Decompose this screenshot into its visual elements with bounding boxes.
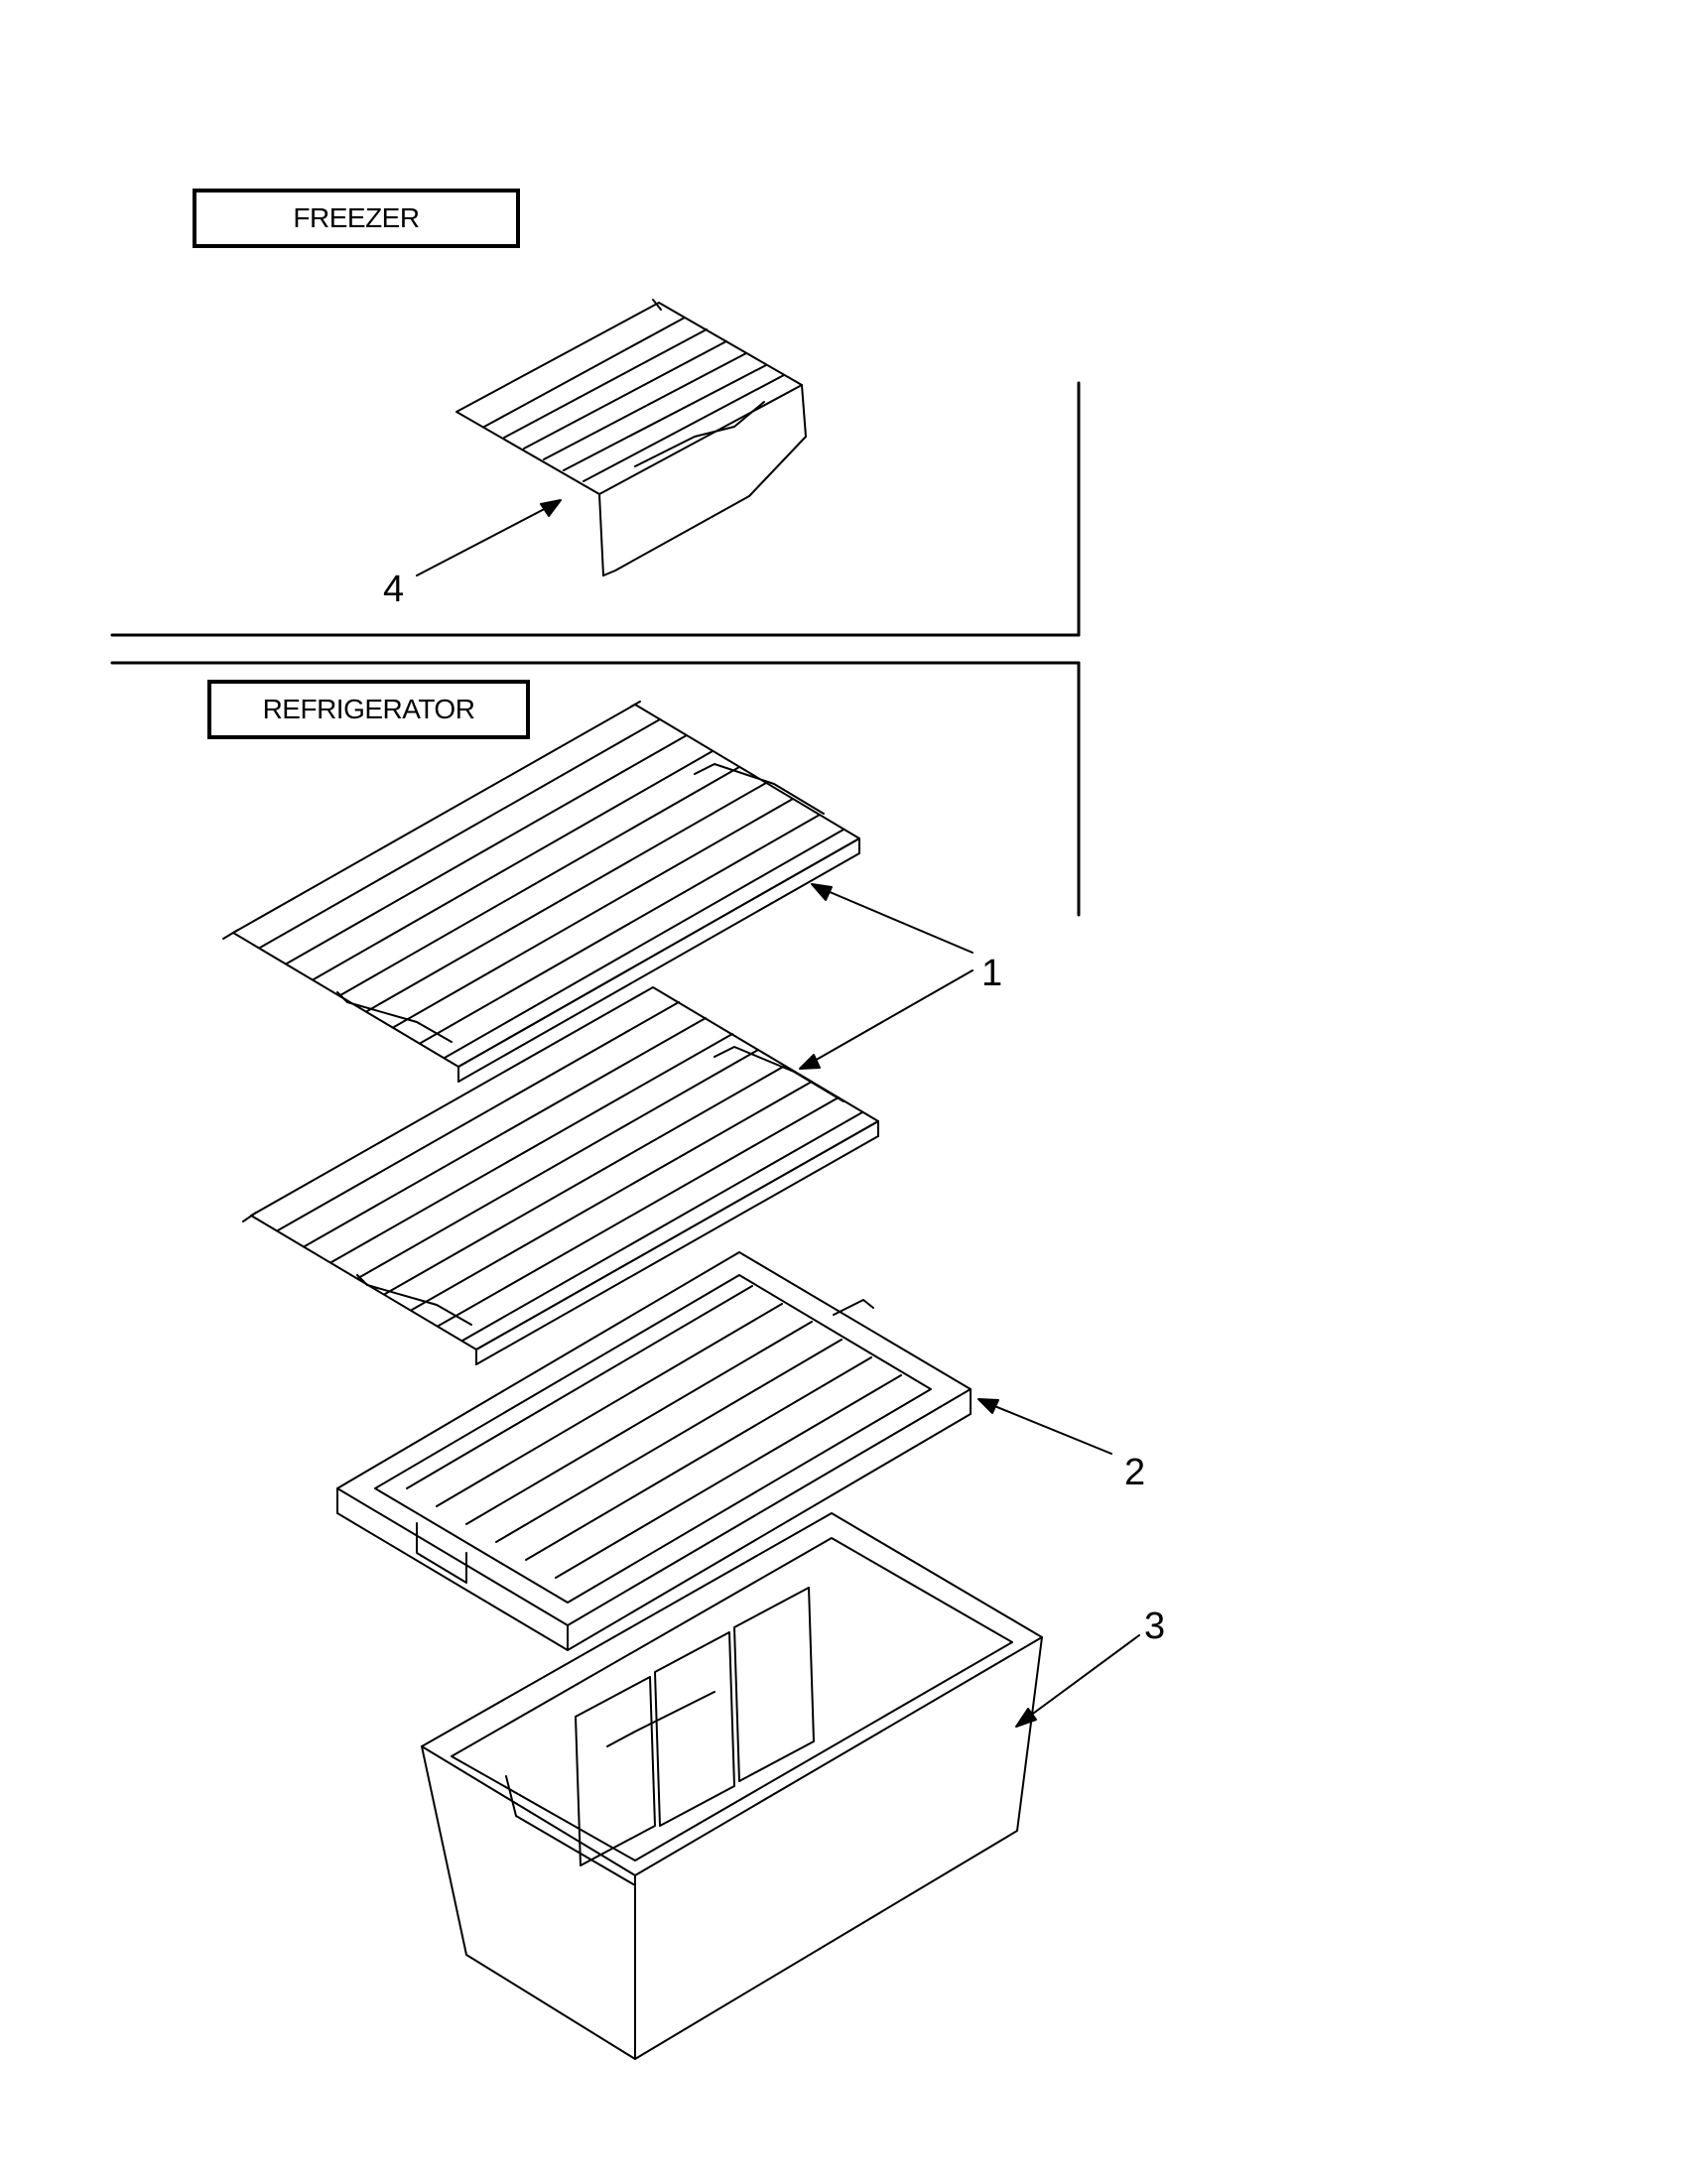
refrigerator-section-label: REFRIGERATOR: [207, 680, 530, 739]
callout-2-leader: [977, 1398, 1112, 1455]
freezer-section-label: FREEZER: [193, 189, 520, 248]
callout-1-leader-a: [811, 883, 974, 954]
refrigerator-shelf-upper-drawing: [222, 701, 860, 1083]
callout-1-leader-b: [799, 969, 974, 1070]
callout-4: 4: [383, 569, 405, 610]
crisper-pan-drawing: [421, 1512, 1043, 2060]
refrigerator-shelf-lower-drawing: [242, 986, 879, 1365]
freezer-shelf-drawing: [455, 299, 807, 577]
freezer-section-frame: [110, 381, 1081, 637]
crisper-cover-drawing: [336, 1251, 972, 1651]
callout-3-leader: [1015, 1634, 1140, 1728]
callout-1: 1: [981, 953, 1003, 994]
callout-3: 3: [1144, 1606, 1166, 1647]
callout-4-leader: [416, 499, 562, 577]
callout-2: 2: [1124, 1452, 1146, 1493]
refrigerator-section-frame: [110, 661, 1081, 917]
